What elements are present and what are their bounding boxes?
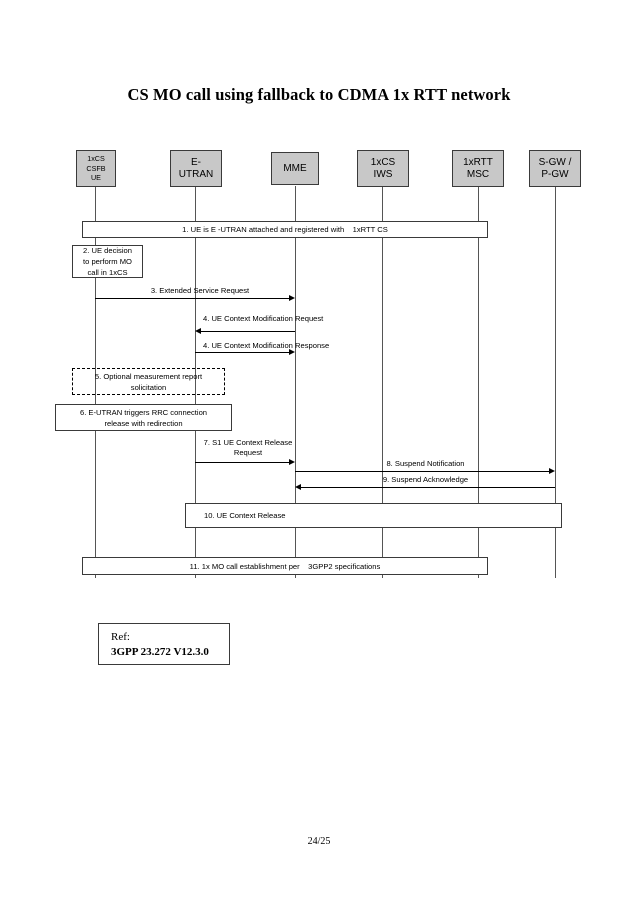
note-box-6[interactable]: 6. E-UTRAN triggers RRC connection relea…	[55, 404, 232, 431]
message-label-3: 3. Extended Service Request	[150, 286, 250, 295]
page-title: CS MO call using fallback to CDMA 1x RTT…	[127, 85, 511, 104]
message-arrow-9-head	[295, 484, 301, 490]
actor-label-eutran: E- UTRAN	[178, 157, 214, 180]
message-arrow-3-line	[95, 298, 293, 299]
page-number: 24/25	[307, 836, 331, 847]
message-arrow-8-head	[549, 468, 555, 474]
message-arrow-4-request-head	[195, 328, 201, 334]
message-bar-11[interactable]: 11. 1x MO call establishment per 3GPP2 s…	[82, 557, 488, 575]
lifeline-sgw	[555, 186, 556, 578]
reference-value: 3GPP 23.272 V12.3.0	[111, 646, 209, 659]
reference-label: Ref:	[111, 631, 130, 643]
message-arrow-4-response-head	[289, 349, 295, 355]
message-bar-10[interactable]: 10. UE Context Release	[185, 503, 562, 528]
note-box-5-optional[interactable]: 5. Optional measurement report solicitat…	[72, 368, 225, 395]
message-arrow-4-request-line	[197, 331, 295, 332]
message-label-4-request: 4. UE Context Modification Request	[203, 314, 324, 323]
reference-box: Ref: 3GPP 23.272 V12.3.0	[98, 623, 230, 665]
message-bar-1[interactable]: 1. UE is E -UTRAN attached and registere…	[82, 221, 488, 238]
actor-box-mme[interactable]: MME	[271, 152, 319, 185]
actor-label-ue: 1xCS CSFB UE	[86, 153, 106, 183]
message-arrow-8-line	[295, 471, 553, 472]
lifeline-iws	[382, 186, 383, 578]
actor-box-sgw[interactable]: S-GW / P-GW	[529, 150, 581, 187]
actor-label-mme: MME	[283, 162, 307, 174]
message-label-7: 7. S1 UE Context Release Request	[203, 438, 293, 458]
actor-box-ue[interactable]: 1xCS CSFB UE	[76, 150, 116, 187]
message-arrow-9-line	[297, 487, 555, 488]
actor-label-sgw: S-GW / P-GW	[538, 157, 572, 180]
note-box-2[interactable]: 2. UE decision to perform MO call in 1xC…	[72, 245, 143, 278]
message-arrow-3-head	[289, 295, 295, 301]
message-arrow-7-head	[289, 459, 295, 465]
message-label-4-response: 4. UE Context Modification Response	[203, 341, 330, 350]
message-label-9: 9. Suspend Acknowledge	[382, 475, 469, 484]
lifeline-eutran	[195, 186, 196, 578]
lifeline-msc	[478, 186, 479, 578]
actor-label-iws: 1xCS IWS	[370, 157, 396, 180]
actor-box-msc[interactable]: 1xRTT MSC	[452, 150, 504, 187]
actor-box-iws[interactable]: 1xCS IWS	[357, 150, 409, 187]
actor-box-eutran[interactable]: E- UTRAN	[170, 150, 222, 187]
lifeline-ue	[95, 186, 96, 578]
lifeline-mme	[295, 186, 296, 578]
message-arrow-7-line	[195, 462, 293, 463]
message-label-8: 8. Suspend Notification	[386, 459, 465, 468]
message-arrow-4-response-line	[195, 352, 293, 353]
actor-label-msc: 1xRTT MSC	[463, 157, 493, 180]
